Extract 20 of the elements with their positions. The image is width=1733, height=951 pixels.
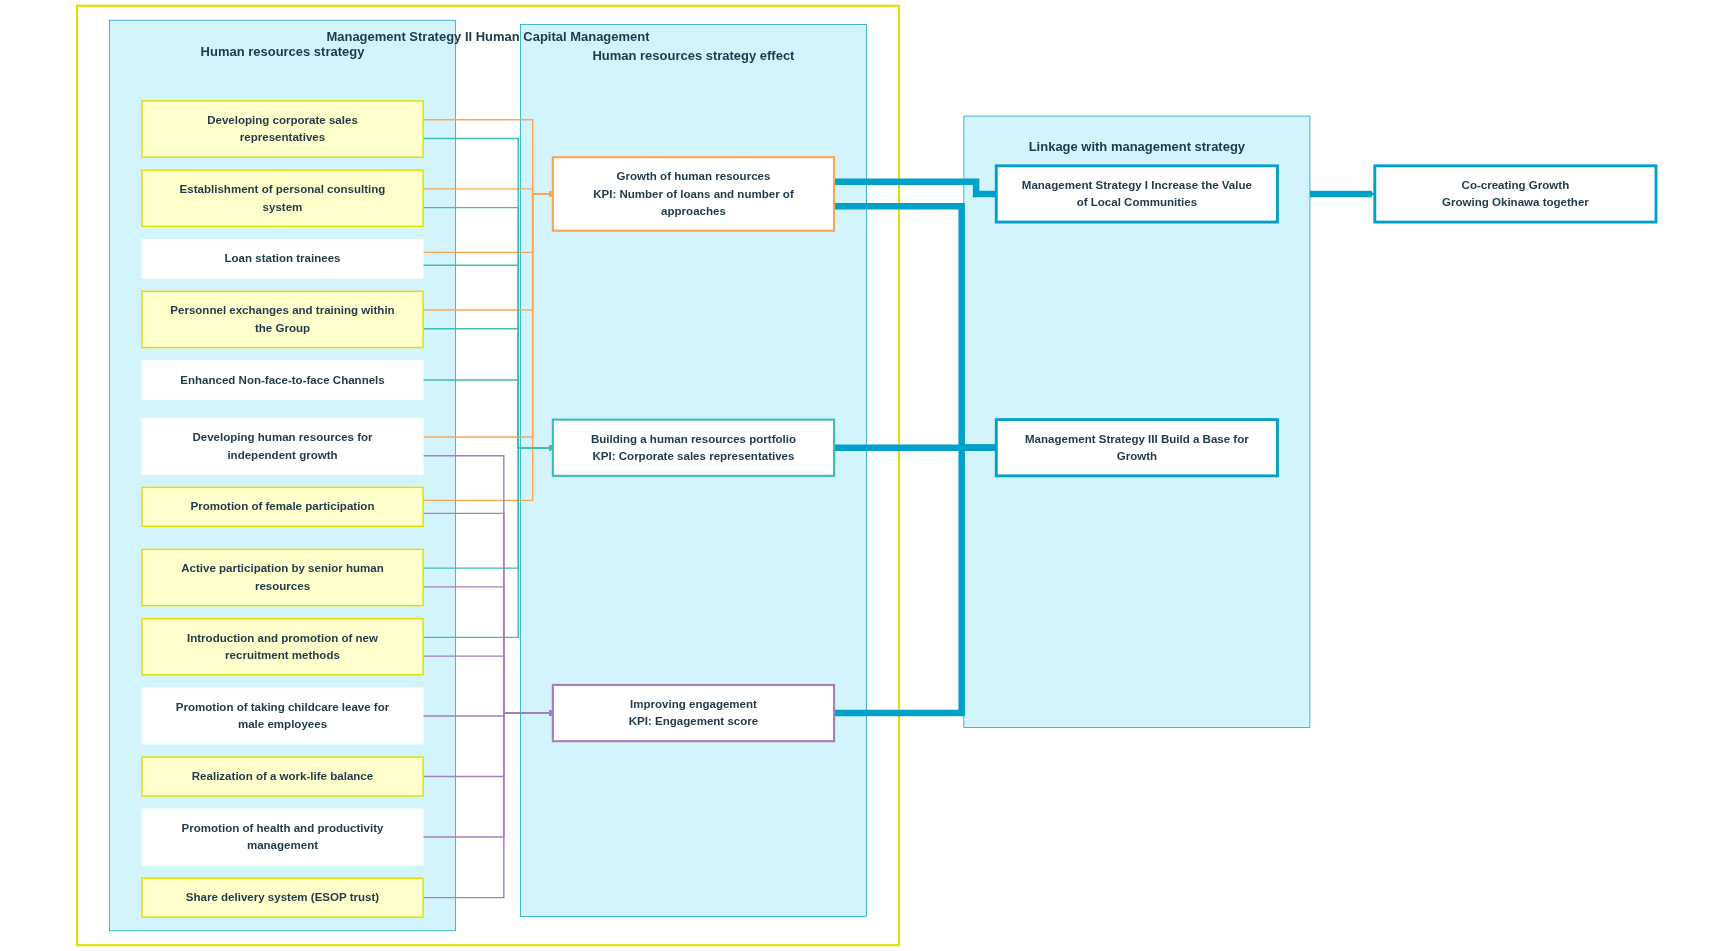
node-box: Management Strategy I Increase the Value of Local Communities (994, 164, 1279, 224)
node-box: Developing corporate sales representatives (141, 100, 424, 158)
node-box: Promotion of female participation (141, 486, 424, 528)
node-box: Personnel exchanges and training within the Group (141, 290, 424, 349)
node-box: Promotion of health and productivity management (141, 808, 424, 866)
node-box: Active participation by senior human resources (141, 548, 424, 607)
node-box: Management Strategy III Build a Base for Growth (994, 418, 1279, 478)
node-box: Establishment of personal consulting system (141, 169, 424, 228)
node-box: Improving engagement KPI: Engagement score (551, 683, 836, 743)
node-box: Building a human resources portfolio KPI: Corporate sales representatives (551, 418, 836, 477)
node-box: Realization of a work-life balance (141, 756, 424, 797)
node-box: Share delivery system (ESOP trust) (141, 877, 424, 918)
node-box: Introduction and promotion of new recruitment methods (141, 617, 424, 676)
node-box: Loan station trainees (141, 239, 424, 279)
node-box: Growth of human resources KPI: Number of loans and number of approaches (551, 156, 836, 232)
node-box: Co-creating Growth Growing Okinawa together (1373, 164, 1658, 224)
node-box: Developing human resources for independent growth (141, 417, 424, 475)
node-box: Enhanced Non-face-to-face Channels (141, 360, 424, 400)
node-box: Promotion of taking childcare leave for male employees (141, 687, 424, 745)
arrow (1309, 190, 1376, 198)
